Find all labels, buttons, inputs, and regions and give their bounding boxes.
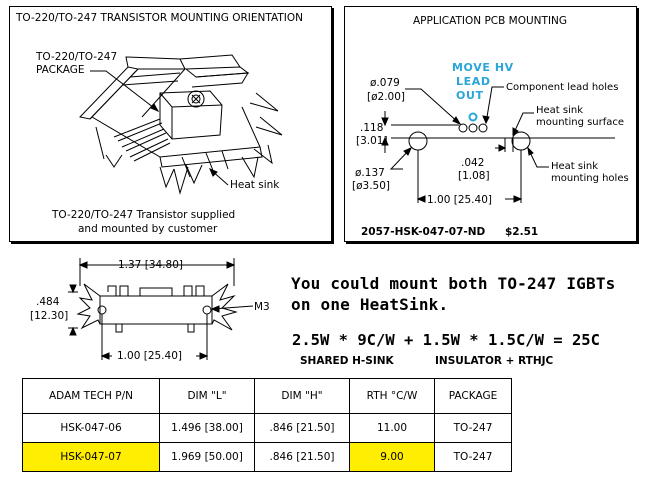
cell-rth: 9.00 [349, 442, 435, 472]
profile-dim-100: 1.00 [25.40] [117, 350, 182, 362]
package-label-2: PACKAGE [36, 64, 85, 76]
header-package: PACKAGE [434, 378, 512, 414]
mount-surface-label-2: mounting surface [536, 117, 625, 128]
profile-dim-484-mm: [12.30] [30, 310, 69, 322]
header-dim-l: DIM "L" [159, 378, 255, 414]
cell-dim-h: .846 [21.50] [254, 442, 350, 472]
component-holes-label: Component lead holes [506, 82, 619, 93]
dim-042: .042 [461, 157, 485, 169]
heatsink-profile-drawing [68, 258, 254, 360]
equation-sub-shared: SHARED H-SINK [300, 355, 394, 367]
pcb-hole-drawing [381, 86, 615, 203]
price: $2.51 [505, 226, 539, 238]
equation-sub-insulator: INSULATOR + RTHJC [435, 355, 554, 367]
lead-label: LEAD [456, 75, 491, 88]
mount-holes-label-2: mounting holes [551, 173, 629, 184]
heatsink-isometric-drawing [79, 54, 283, 195]
cell-dim-h: .846 [21.50] [254, 413, 350, 443]
dim-079: ø.079 [370, 77, 400, 89]
pcb-title: APPLICATION PCB MOUNTING [413, 15, 568, 27]
spec-table: ADAM TECH P/N DIM "L" DIM "H" RTH °C/W P… [22, 378, 512, 472]
cell-part-number: HSK-047-06 [22, 413, 160, 443]
cell-rth: 11.00 [349, 413, 435, 443]
dim-079-mm: [ø2.00] [367, 91, 405, 103]
cell-package: TO-247 [434, 413, 512, 443]
mounting-orientation-panel: TO-220/TO-247 TRANSISTOR MOUNTING ORIENT… [9, 6, 332, 242]
note-line-1: You could mount both TO-247 IGBTs [291, 274, 616, 293]
table-row: HSK-047-06 1.496 [38.00] .846 [21.50] 11… [22, 413, 512, 443]
profile-m3: M3 [254, 301, 270, 313]
power-equation: 2.5W * 9C/W + 1.5W * 1.5C/W = 25C [292, 331, 600, 349]
dim-137: ø.137 [355, 167, 385, 179]
dim-042-mm: [1.08] [458, 170, 490, 182]
header-rth: RTH °C/W [349, 378, 435, 414]
cell-package: TO-247 [434, 442, 512, 472]
cell-dim-l: 1.969 [50.00] [159, 442, 255, 472]
header-part-number: ADAM TECH P/N [22, 378, 160, 414]
table-header-row: ADAM TECH P/N DIM "L" DIM "H" RTH °C/W P… [22, 378, 512, 414]
dim-118-mm: [3.01] [356, 135, 388, 147]
caption-line-2: and mounted by customer [78, 223, 218, 235]
part-number: 2057-HSK-047-07-ND [361, 226, 486, 238]
dim-100: 1.00 [25.40] [427, 194, 492, 206]
pcb-mounting-panel: APPLICATION PCB MOUNTING MOVE HV LEAD OU… [344, 6, 637, 242]
orientation-title: TO-220/TO-247 TRANSISTOR MOUNTING ORIENT… [16, 12, 303, 24]
note-line-2: on one HeatSink. [291, 295, 449, 314]
package-label: TO-220/TO-247 [36, 51, 118, 63]
table-row-highlighted: HSK-047-07 1.969 [50.00] .846 [21.50] 9.… [22, 442, 512, 472]
out-label: OUT [456, 89, 484, 102]
caption-line-1: TO-220/TO-247 Transistor supplied [52, 209, 236, 221]
dim-137-mm: [ø3.50] [352, 180, 390, 192]
move-hv-label: MOVE HV [452, 61, 514, 74]
mount-surface-label: Heat sink [536, 105, 584, 116]
mount-holes-label: Heat sink [551, 161, 599, 172]
profile-dim-484: .484 [36, 296, 60, 308]
cell-dim-l: 1.496 [38.00] [159, 413, 255, 443]
cell-part-number: HSK-047-07 [22, 442, 160, 472]
heatsink-label: Heat sink [230, 179, 280, 191]
dim-118: .118 [360, 122, 384, 134]
header-dim-h: DIM "H" [254, 378, 350, 414]
